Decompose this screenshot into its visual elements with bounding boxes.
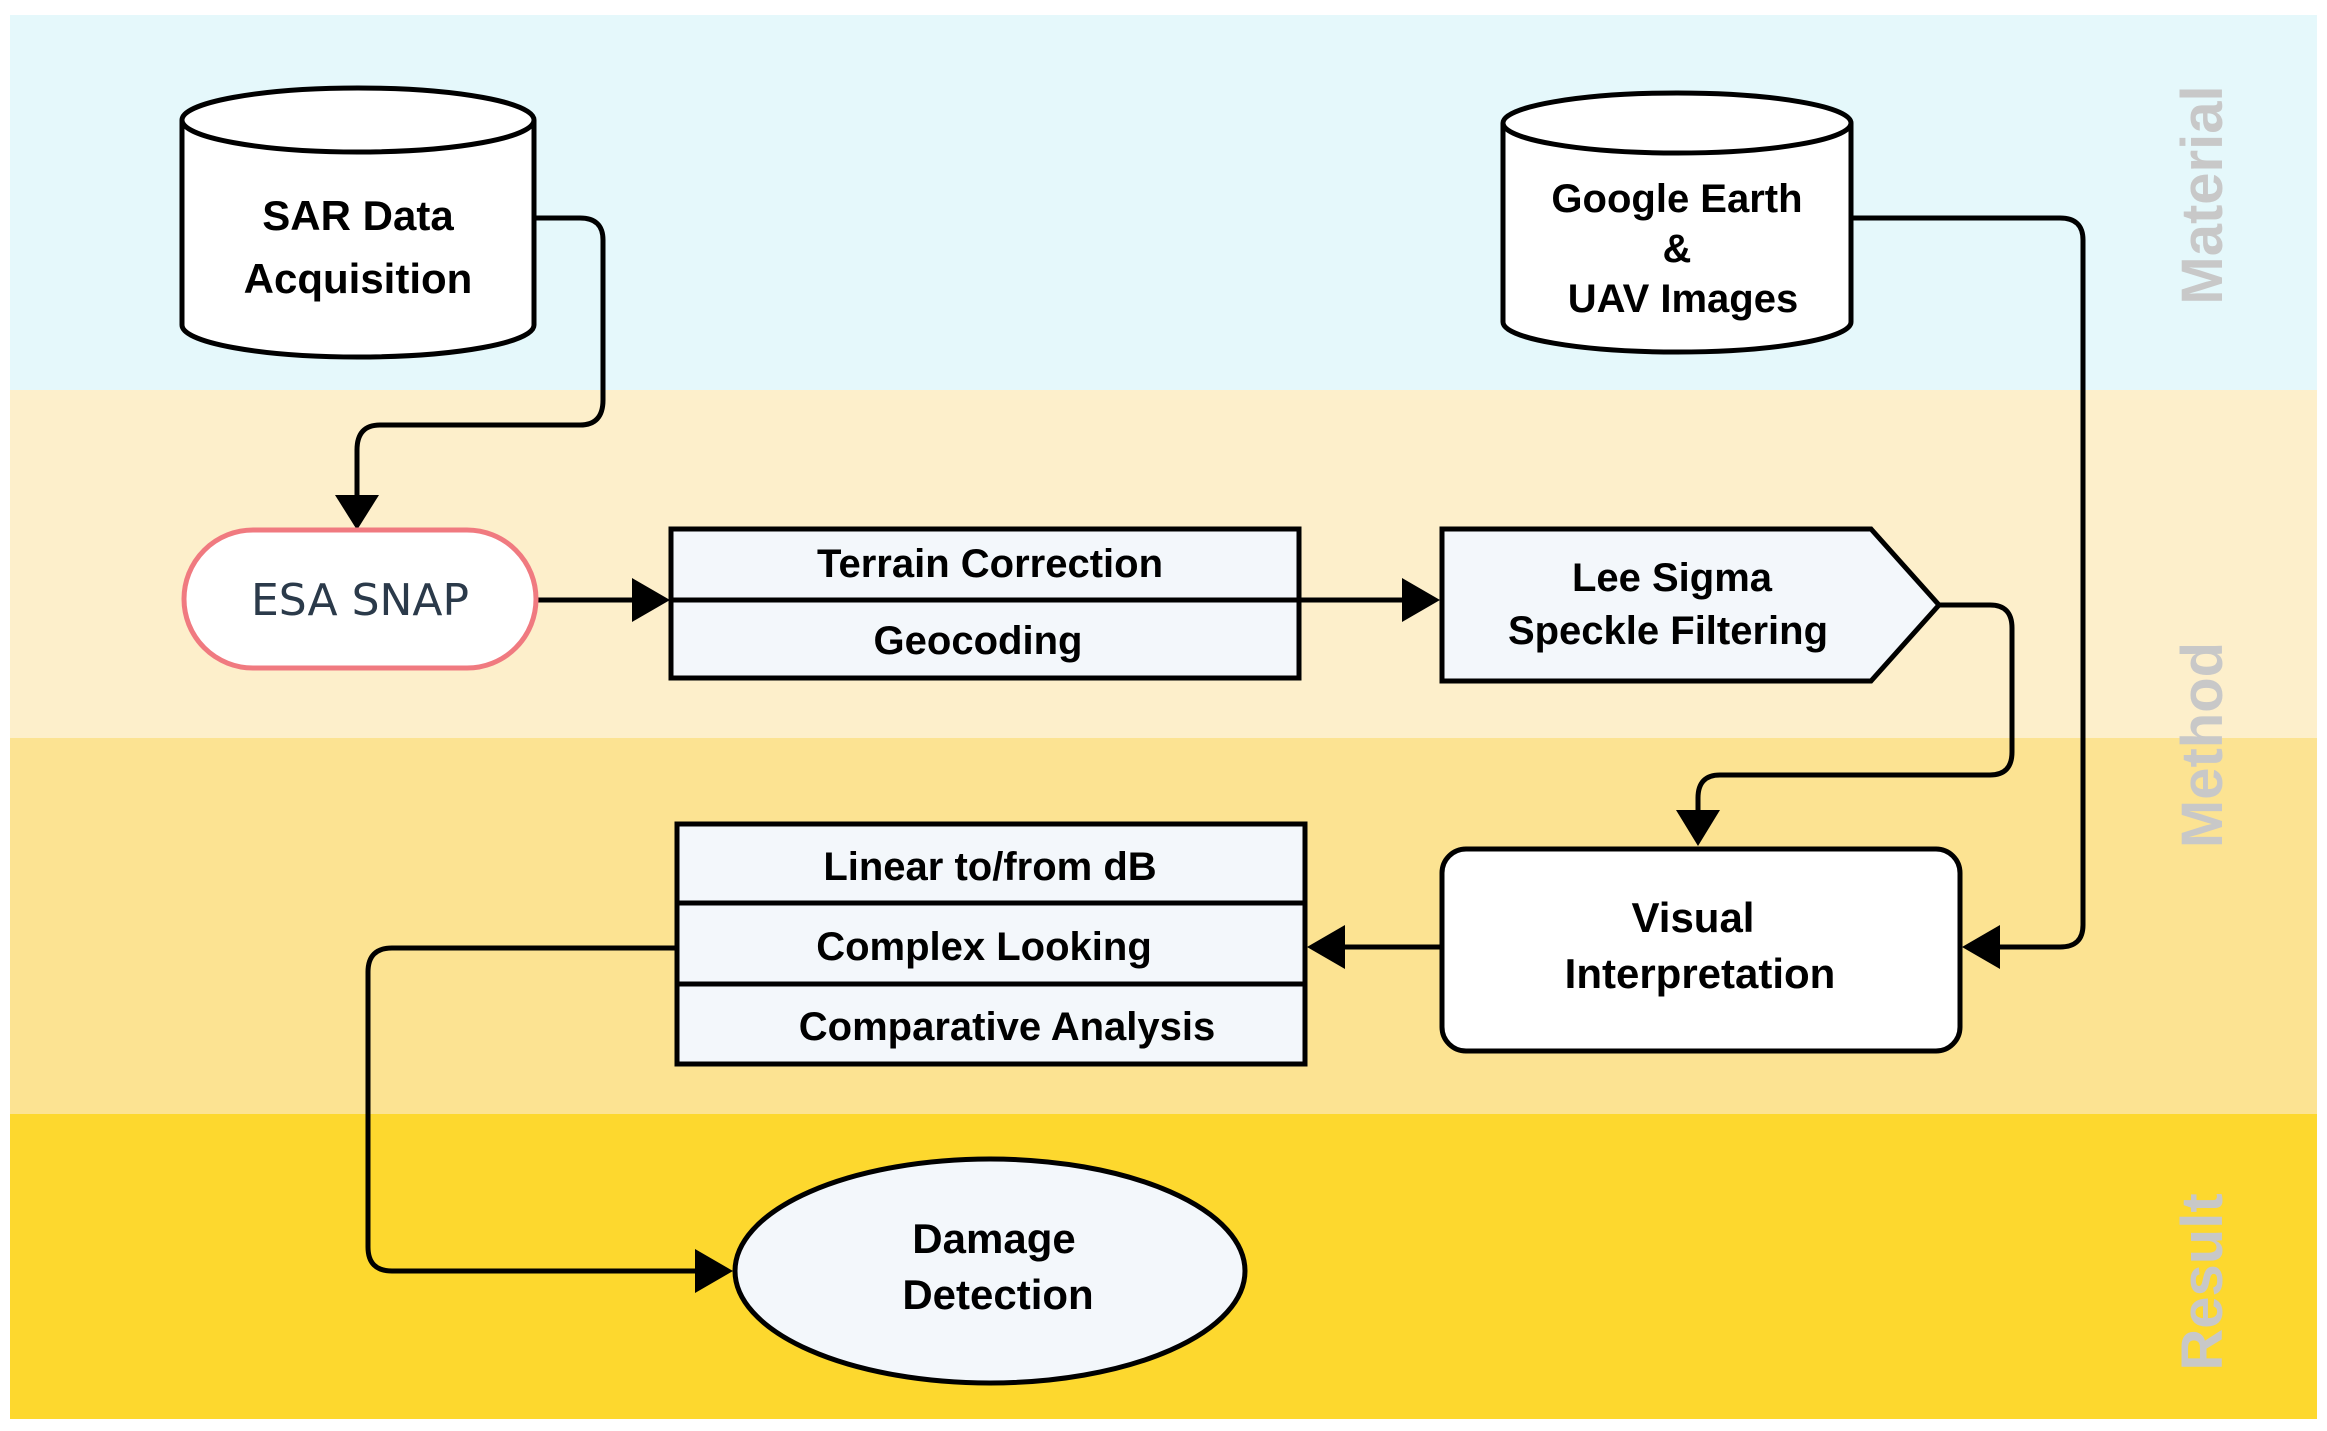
edge-lee-to-visual xyxy=(1695,602,2015,815)
damage-line2: Detection xyxy=(902,1271,1093,1318)
terrain-row2: Geocoding xyxy=(874,619,1083,663)
band-label-material: Material xyxy=(2170,85,2235,304)
node-terrain-geocoding: Terrain Correction Geocoding xyxy=(668,526,1302,681)
edge-linear-to-damage xyxy=(365,945,700,1274)
lee-line1: Lee Sigma xyxy=(1572,556,1773,600)
arrowhead-terrain xyxy=(632,578,670,622)
linear-row2: Complex Looking xyxy=(816,925,1152,969)
arrowhead-visual-top xyxy=(1676,810,1720,846)
linear-row1: Linear to/from dB xyxy=(823,845,1156,889)
visual-line2: Interpretation xyxy=(1565,950,1836,997)
arrowhead-lee xyxy=(1402,578,1440,622)
edge-google-to-visual xyxy=(1852,215,2086,950)
snap-label: ESA SNAP xyxy=(251,575,469,626)
terrain-row1: Terrain Correction xyxy=(817,542,1163,586)
node-visual-interpretation: Visual Interpretation xyxy=(1439,846,1963,1054)
arrowhead-snap xyxy=(335,495,379,530)
edge-sar-to-snap xyxy=(354,215,606,500)
google-line3: UAV Images xyxy=(1568,277,1798,321)
google-line2: & xyxy=(1663,227,1692,271)
node-lee-sigma: Lee Sigma Speckle Filtering xyxy=(1439,526,1943,684)
arrowhead-damage xyxy=(695,1249,733,1293)
band-label-result: Result xyxy=(2170,1193,2235,1370)
lee-line2: Speckle Filtering xyxy=(1508,609,1828,653)
node-esa-snap: ESA SNAP xyxy=(181,527,539,671)
node-damage-detection: Damage Detection xyxy=(732,1156,1248,1386)
arrowhead-visual-right xyxy=(1962,925,2000,969)
visual-line1: Visual xyxy=(1632,894,1755,941)
band-label-method: Method xyxy=(2170,642,2235,848)
arrowhead-linear xyxy=(1307,925,1345,969)
google-line1: Google Earth xyxy=(1551,177,1802,221)
node-sar-data-acquisition: SAR Data Acquisition xyxy=(179,85,537,360)
sar-line1: SAR Data xyxy=(262,192,454,239)
linear-row3: Comparative Analysis xyxy=(799,1005,1215,1049)
node-google-earth-uav: Google Earth & UAV Images xyxy=(1500,90,1854,355)
damage-line1: Damage xyxy=(912,1215,1075,1262)
connectors xyxy=(335,215,2086,1293)
node-linear-complex-comparative: Linear to/from dB Complex Looking Compar… xyxy=(674,821,1308,1067)
sar-line2: Acquisition xyxy=(244,255,473,302)
